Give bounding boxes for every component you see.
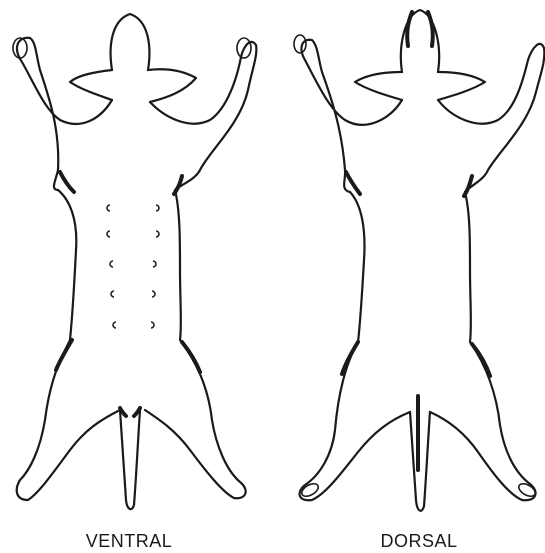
ventral-left-foreleg xyxy=(17,38,112,190)
ventral-tail xyxy=(120,410,140,509)
nipple xyxy=(152,291,155,297)
ventral-pelt xyxy=(13,14,256,509)
nipple xyxy=(151,322,154,328)
ventral-nipples xyxy=(107,205,159,328)
ventral-shoulder-shadow-right xyxy=(174,176,182,194)
dorsal-pelt xyxy=(294,10,544,511)
nipple xyxy=(107,231,110,237)
nipple xyxy=(107,205,110,211)
nipple xyxy=(110,261,113,267)
dorsal-snout-shadow-right xyxy=(428,12,433,46)
dorsal-label: DORSAL xyxy=(349,531,489,552)
ventral-hip-shadow-right xyxy=(182,342,200,372)
dorsal-hip-shadow-right xyxy=(472,344,490,376)
dorsal-right-ear xyxy=(438,72,485,100)
ventral-label: VENTRAL xyxy=(59,531,199,552)
ventral-left-ear xyxy=(70,70,112,100)
ventral-head xyxy=(111,14,150,70)
ventral-right-ear xyxy=(148,69,196,102)
nipple xyxy=(153,261,156,267)
nipple xyxy=(113,322,116,328)
dorsal-shoulder-shadow-right xyxy=(464,176,472,196)
ventral-body-right-side xyxy=(145,190,246,498)
dorsal-hip-shadow-left xyxy=(342,342,358,374)
nipple xyxy=(156,231,159,237)
dorsal-left-foreleg xyxy=(301,40,402,192)
dorsal-body-right-side xyxy=(430,192,536,500)
ventral-shoulder-shadow-left xyxy=(60,172,74,192)
ventral-right-foreleg xyxy=(150,42,256,190)
nipple xyxy=(111,291,114,297)
dorsal-left-ear xyxy=(355,72,402,100)
dorsal-right-hindpaw xyxy=(517,481,538,499)
nipple xyxy=(156,205,159,211)
dorsal-snout-shadow-left xyxy=(407,12,412,46)
ventral-hip-shadow-left xyxy=(56,340,72,370)
dorsal-right-foreleg xyxy=(438,44,544,192)
dorsal-left-forepaw xyxy=(294,35,306,53)
